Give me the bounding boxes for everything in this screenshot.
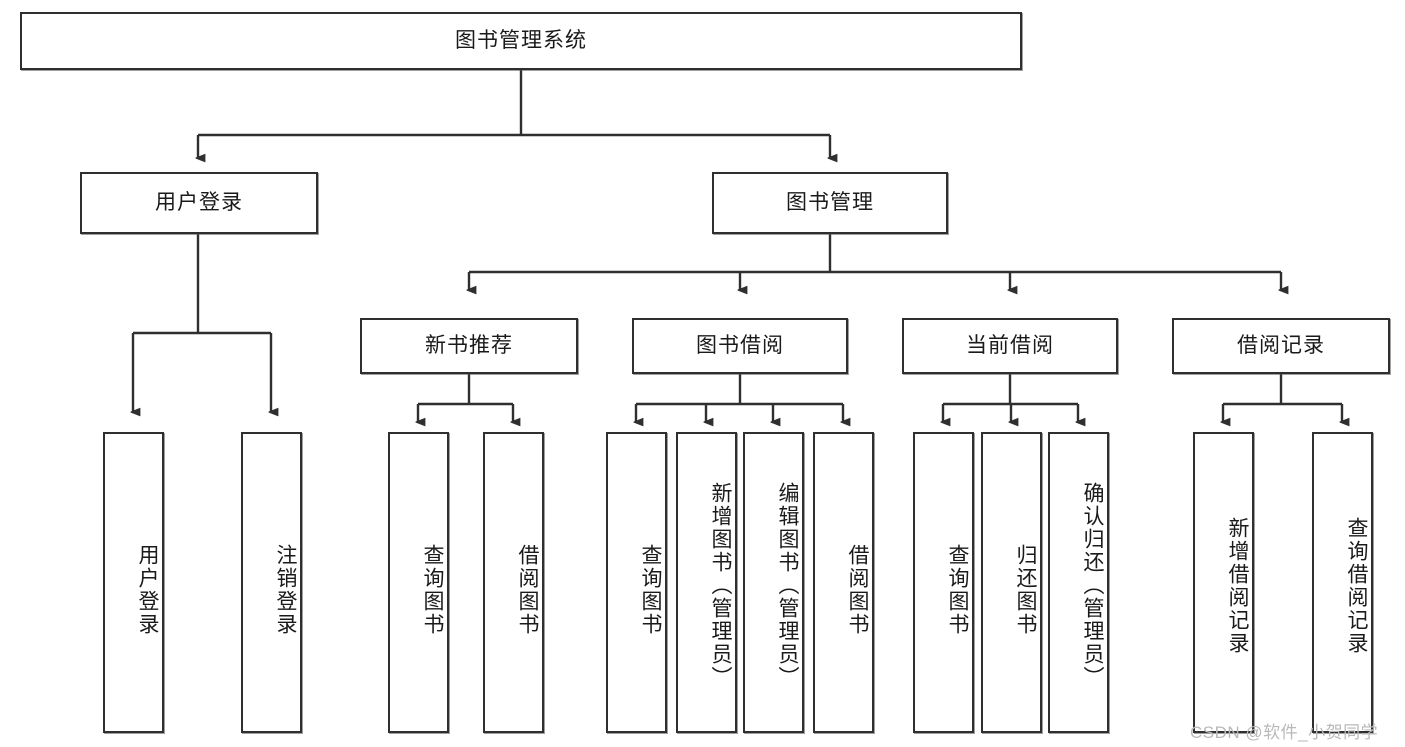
node-label: 当前借阅 <box>966 334 1054 358</box>
leaf-current-return-book[interactable]: 归还图书 <box>981 432 1042 733</box>
node-label: 查询图书 <box>421 543 444 636</box>
node-label: 注销登录 <box>274 543 297 636</box>
leaf-borrow-add-book-admin[interactable]: 新增图书（管理员） <box>676 432 737 733</box>
node-label: 借阅记录 <box>1237 334 1325 358</box>
leaf-record-query-record[interactable]: 查询借阅记录 <box>1312 432 1373 733</box>
node-user-login[interactable]: 用户登录 <box>80 172 318 234</box>
node-label: 查询借阅记录 <box>1345 516 1368 655</box>
leaf-user-login-signout[interactable]: 注销登录 <box>241 432 302 733</box>
leaf-borrow-query-book[interactable]: 查询图书 <box>606 432 667 733</box>
leaf-borrow-edit-book-admin[interactable]: 编辑图书（管理员） <box>743 432 804 733</box>
node-label: 新书推荐 <box>425 334 513 358</box>
csdn-watermark: CSDN @软件_小贺同学 <box>1190 723 1379 742</box>
node-label: 图书管理 <box>786 191 874 215</box>
node-label: 查询图书 <box>639 543 662 636</box>
node-label: 新增借阅记录 <box>1226 516 1249 655</box>
node-label: 借阅图书 <box>846 543 869 636</box>
leaf-user-login-signin[interactable]: 用户登录 <box>103 432 164 733</box>
leaf-current-confirm-return-admin[interactable]: 确认归还（管理员） <box>1048 432 1109 733</box>
leaf-borrow-borrow-book[interactable]: 借阅图书 <box>813 432 874 733</box>
node-label: 确认归还（管理员） <box>1081 482 1104 689</box>
node-book-management[interactable]: 图书管理 <box>712 172 948 234</box>
node-label: 用户登录 <box>136 543 159 636</box>
node-new-book-recommend[interactable]: 新书推荐 <box>360 318 578 374</box>
node-borrow-record[interactable]: 借阅记录 <box>1172 318 1390 374</box>
leaf-recommend-query-book[interactable]: 查询图书 <box>388 432 449 733</box>
node-book-borrow[interactable]: 图书借阅 <box>632 318 848 374</box>
node-label: 图书管理系统 <box>455 29 587 53</box>
node-label: 借阅图书 <box>516 543 539 636</box>
node-label: 图书借阅 <box>696 334 784 358</box>
leaf-recommend-borrow-book[interactable]: 借阅图书 <box>483 432 544 733</box>
leaf-current-query-book[interactable]: 查询图书 <box>913 432 974 733</box>
node-root-system[interactable]: 图书管理系统 <box>20 12 1022 70</box>
node-current-borrow[interactable]: 当前借阅 <box>902 318 1118 374</box>
leaf-record-add-record[interactable]: 新增借阅记录 <box>1193 432 1254 733</box>
node-label: 新增图书（管理员） <box>709 482 732 689</box>
node-label: 编辑图书（管理员） <box>776 482 799 689</box>
node-label: 用户登录 <box>155 191 243 215</box>
node-label: 查询图书 <box>946 543 969 636</box>
node-label: 归还图书 <box>1014 543 1037 636</box>
